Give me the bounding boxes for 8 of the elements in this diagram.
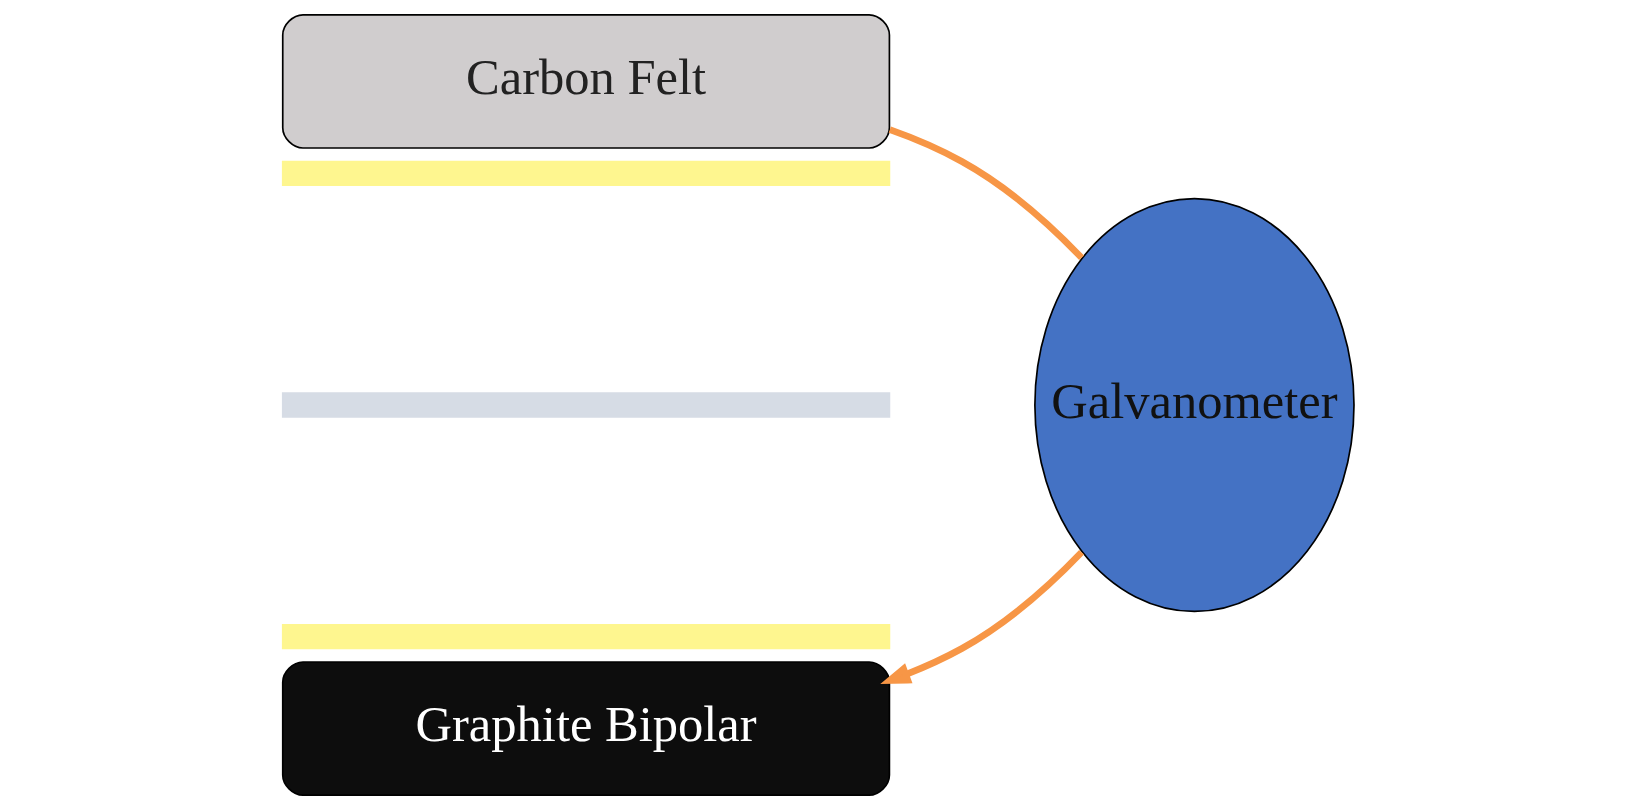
node-box: Graphite Bipolar <box>281 661 890 796</box>
node-bar <box>281 392 890 418</box>
node-ellipse: Galvanometer <box>1033 197 1355 613</box>
arrow <box>879 549 1084 684</box>
node-bar <box>281 160 890 186</box>
node-box: Carbon Felt <box>281 14 890 149</box>
connector <box>888 126 1084 261</box>
node-bar <box>281 624 890 650</box>
